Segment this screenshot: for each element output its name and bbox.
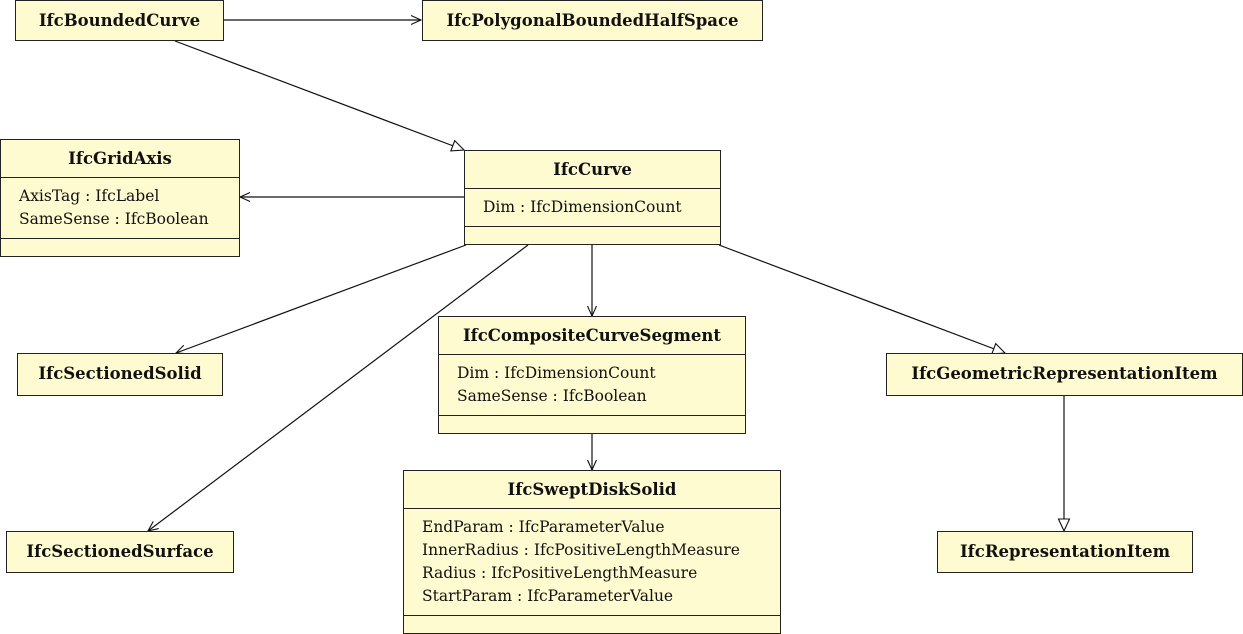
attribute: SameSense : IfcBoolean [19,210,209,228]
class-ifc-curve[interactable]: IfcCurve Dim : IfcDimensionCount [464,150,721,245]
generalization-edge-bounded-curve-to-curve [174,40,464,150]
class-ifc-composite-curve-segment[interactable]: IfcCompositeCurveSegment Dim : IfcDimens… [438,316,746,434]
class-attributes: EndParam : IfcParameterValue InnerRadius… [404,508,780,615]
class-ifc-sectioned-surface[interactable]: IfcSectionedSurface [6,531,234,573]
association-edge-curve-to-sectioned-surface [148,244,529,531]
class-name: IfcSweptDiskSolid [507,480,677,499]
attribute: InnerRadius : IfcPositiveLengthMeasure [422,541,740,559]
class-name: IfcCompositeCurveSegment [462,326,722,345]
association-edge-curve-to-sectioned-solid [176,244,467,353]
attribute: EndParam : IfcParameterValue [422,518,665,536]
class-operations [465,226,720,245]
class-name: IfcBoundedCurve [38,11,201,30]
class-name: IfcCurve [553,160,632,179]
class-name: IfcPolygonalBoundedHalfSpace [446,11,739,30]
class-operations [1,238,239,257]
class-name: IfcSectionedSurface [26,542,214,561]
class-ifc-grid-axis[interactable]: IfcGridAxis AxisTag : IfcLabel SameSense… [0,139,240,257]
class-name: IfcSectionedSolid [38,364,202,383]
class-name: IfcGeometricRepresentationItem [911,364,1218,383]
class-attributes: AxisTag : IfcLabel SameSense : IfcBoolea… [1,177,239,238]
attribute: StartParam : IfcParameterValue [422,587,674,605]
attribute: Radius : IfcPositiveLengthMeasure [422,564,698,582]
class-ifc-sectioned-solid[interactable]: IfcSectionedSolid [17,353,223,396]
attribute: Dim : IfcDimensionCount [483,198,682,216]
class-attributes: Dim : IfcDimensionCount SameSense : IfcB… [439,354,745,415]
class-name: IfcRepresentationItem [959,542,1171,561]
class-ifc-swept-disk-solid[interactable]: IfcSweptDiskSolid EndParam : IfcParamete… [403,470,781,634]
class-ifc-bounded-curve[interactable]: IfcBoundedCurve [15,0,224,41]
attribute: SameSense : IfcBoolean [457,387,647,405]
class-operations [439,415,745,434]
generalization-edge-curve-to-geometric-representation-item [718,244,1005,353]
attribute: Dim : IfcDimensionCount [457,364,656,382]
class-ifc-polygonal-bounded-half-space[interactable]: IfcPolygonalBoundedHalfSpace [422,0,763,41]
attribute: AxisTag : IfcLabel [19,187,160,205]
class-name: IfcGridAxis [68,149,172,168]
class-attributes: Dim : IfcDimensionCount [465,188,720,226]
class-ifc-representation-item[interactable]: IfcRepresentationItem [937,531,1193,573]
class-ifc-geometric-representation-item[interactable]: IfcGeometricRepresentationItem [886,353,1243,396]
class-operations [404,615,780,634]
